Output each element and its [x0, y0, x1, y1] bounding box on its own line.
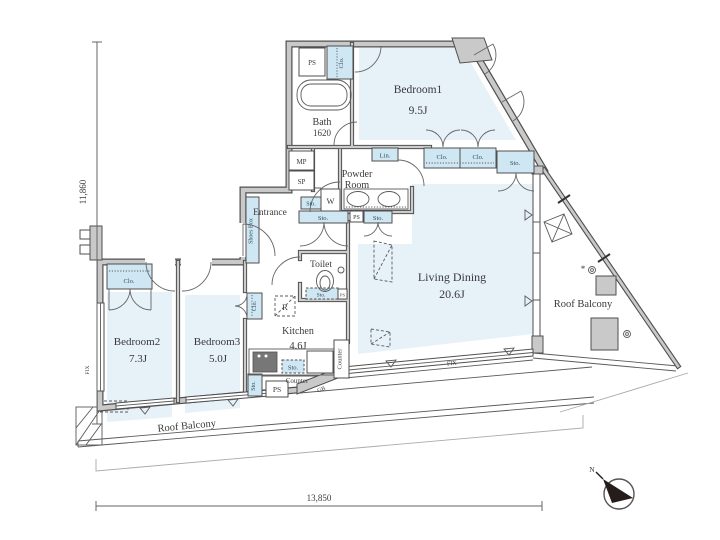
ps-box-toilet [337, 288, 348, 300]
counter-label-vert: Counter [337, 348, 344, 370]
room-label-bedroom3: Bedroom3 [194, 336, 241, 348]
ld-dashed-symbol [373, 240, 393, 283]
storage-label: Sto. [288, 365, 299, 372]
fridge-space [274, 295, 296, 317]
closet-label: Clo. [436, 154, 447, 161]
dimension-bottom: 13,850 [95, 493, 543, 511]
room-label-powder2: Room [345, 180, 370, 191]
linen-label: Lin. [380, 153, 391, 160]
fixtures [248, 79, 409, 379]
paper-holder-icon [337, 266, 345, 274]
pillar [595, 275, 617, 296]
room-label-bath: Bath [313, 117, 332, 128]
storage-box-toilet [305, 287, 339, 300]
closet-label: Clo. [338, 57, 345, 68]
room-area-bedroom1: 9.5J [409, 105, 428, 117]
ps-label: PS [353, 215, 360, 221]
room-area-bedroom3: 5.0J [209, 353, 228, 365]
storage-label: Sto. [510, 160, 521, 167]
ps-label: PS [340, 293, 346, 298]
mp-box [288, 150, 315, 171]
room-labels: Bedroom1 9.5J Bath 1620 Powder Room Entr… [85, 84, 613, 435]
toilet-icon [316, 270, 334, 292]
room-size-bath: 1620 [313, 128, 332, 138]
bedroom2-floor [107, 292, 172, 422]
room-label-bedroom1: Bedroom1 [394, 84, 443, 96]
storage-label: Sto. [251, 381, 257, 391]
fix-label-south: FIX [447, 360, 458, 367]
living-dining-floor [358, 184, 533, 354]
ld-east-window [532, 173, 541, 337]
dimension-left-value: 11,860 [78, 179, 88, 204]
closet-label: Clo. [252, 300, 258, 311]
balcony-parapets [77, 352, 689, 472]
storage-label: Sto. [373, 215, 384, 222]
counter-bar [333, 339, 350, 379]
room-label-entrance: Entrance [253, 208, 287, 218]
basin-icon [346, 191, 370, 207]
mark-asterisk: * [581, 264, 586, 274]
ps-box-mid [349, 210, 364, 223]
sp-box [288, 170, 315, 191]
storage-box-kitchen [281, 359, 305, 374]
compass-icon: N [589, 465, 635, 510]
ps-label: PS [308, 59, 316, 67]
label-roof-balcony-right: Roof Balcony [554, 299, 613, 310]
balcony-diagonal-wall [540, 166, 682, 370]
balcony-objects: * [543, 213, 631, 351]
storage-box-b1 [496, 150, 535, 174]
closet-box-top [326, 45, 354, 80]
storage-box-kitchen-vert [247, 373, 263, 397]
closet-box-b3 [246, 292, 263, 320]
dimension-bottom-value: 13,850 [307, 493, 332, 503]
room-label-kitchen: Kitchen [282, 326, 314, 337]
sp-label: SP [298, 178, 306, 186]
stove-icon [306, 350, 334, 374]
storage-label: Sto. [318, 215, 329, 222]
washer-label: W [326, 196, 334, 206]
drain-icon [588, 266, 596, 274]
room-area-kitchen: 4.6J [289, 341, 306, 352]
ps-box-top [298, 47, 326, 77]
closet-label: Clo. [123, 278, 134, 285]
counter-label: Counter [286, 377, 309, 385]
meter-boxes [79, 225, 103, 261]
balcony-hatch-block [75, 400, 129, 446]
shoes-box-label: Shoes Box [249, 218, 255, 244]
room-label-toilet: Toilet [310, 260, 332, 270]
pillar [590, 317, 619, 351]
closet-label: Clo. [472, 154, 483, 161]
vanity-counter [343, 188, 409, 210]
ld-dashed-symbol [370, 328, 391, 348]
gb-label: GB [317, 386, 327, 395]
storage-box-hall-long [298, 210, 349, 224]
door-arcs [108, 43, 535, 319]
basin-icon [377, 191, 401, 207]
mp-label: MP [296, 158, 306, 166]
linen-box [371, 147, 399, 162]
dimension-left: 11,860 [78, 41, 102, 425]
top-right-corner-block [451, 37, 493, 64]
storage-label: Sto. [317, 293, 326, 299]
room-label-powder1: Powder [342, 169, 373, 180]
ps-box-kitchen [265, 380, 289, 398]
fridge-label: R [282, 302, 288, 312]
storage-boxes: PS Clo. Lin. Clo. Clo. Sto. Sto. W Sto. … [106, 45, 535, 398]
compass-north-label: N [589, 465, 595, 474]
closet-box-b2 [106, 263, 153, 290]
room-area-living-dining: 20.6J [439, 287, 465, 301]
room-area-bedroom2: 7.3J [129, 353, 148, 365]
fix-label-west: FIX [85, 366, 91, 375]
shoes-box [245, 196, 260, 264]
bedroom1-floor [359, 48, 516, 140]
ps-label: PS [273, 385, 281, 394]
room-label-bedroom2: Bedroom2 [114, 336, 160, 348]
label-roof-balcony-bottom: Roof Balcony [157, 418, 217, 435]
bathtub-icon [296, 79, 352, 111]
bedroom3-floor [185, 295, 240, 413]
drain-icon [623, 330, 631, 338]
room-tints [107, 48, 533, 422]
room-label-living-dining: Living Dining [418, 270, 486, 284]
